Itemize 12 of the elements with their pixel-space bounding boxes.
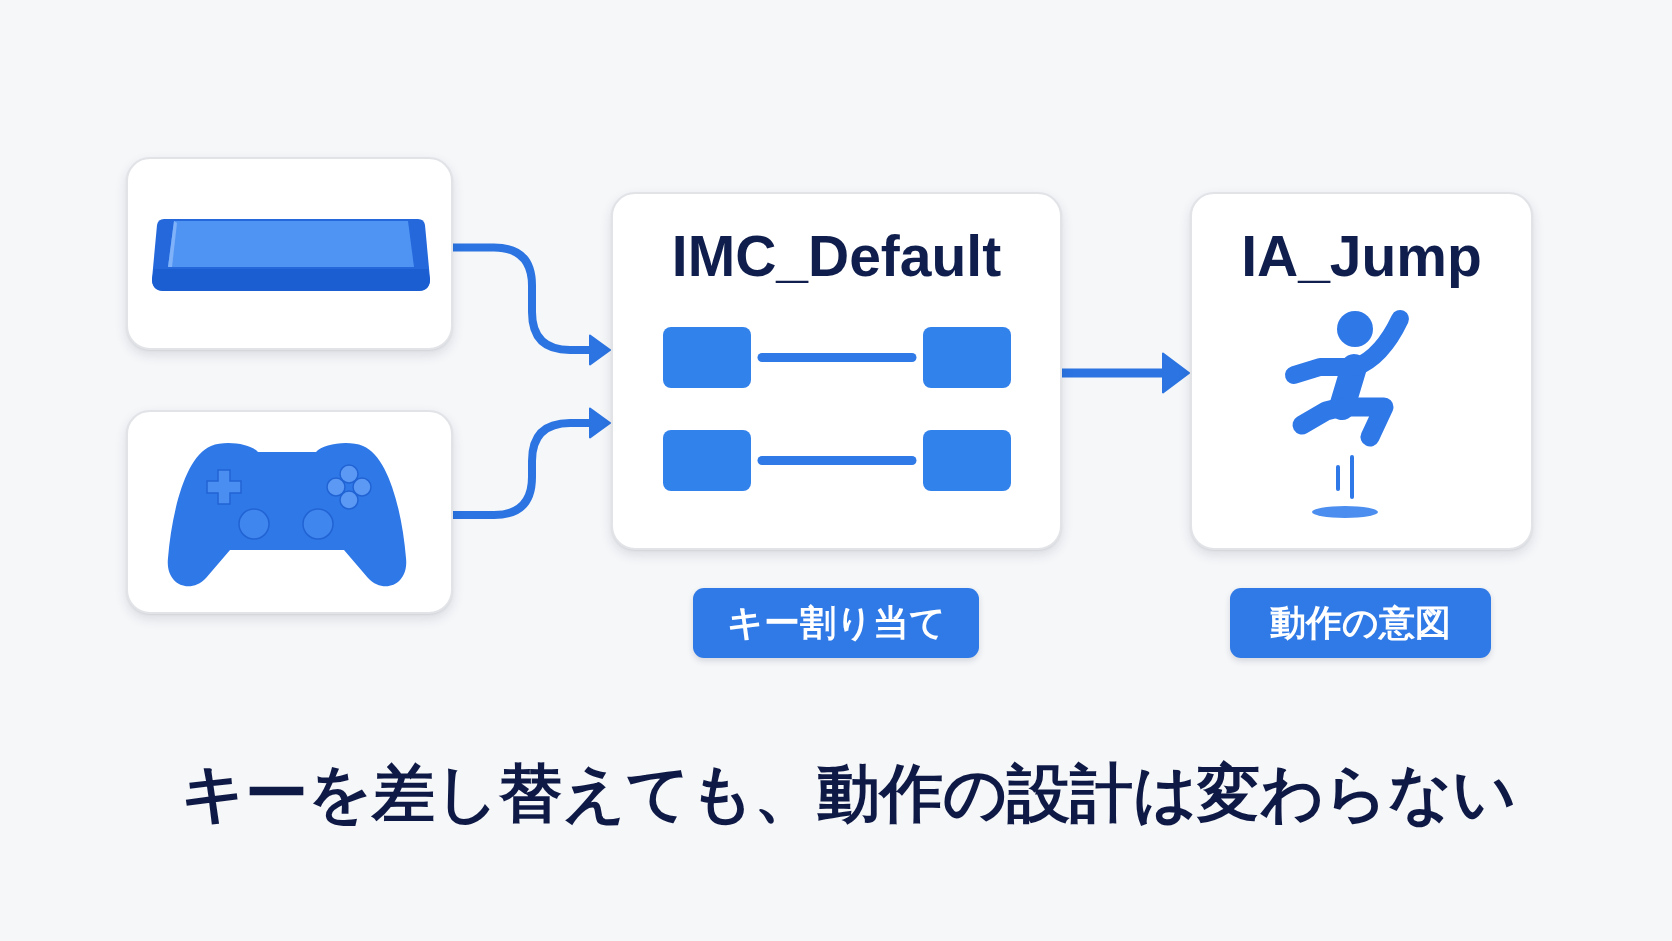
mapping-card (611, 192, 1062, 550)
label-badge: 動作の意図 (1230, 588, 1491, 658)
picture-card (126, 410, 453, 614)
box-title: IMC_Default (671, 224, 1002, 288)
label-badge: キー割り当て (693, 588, 979, 658)
arrow (1062, 352, 1190, 394)
box-title: IA_Jump (1241, 224, 1482, 288)
picture-card (126, 157, 453, 350)
arrow (453, 243, 611, 366)
arrow (453, 407, 611, 519)
action-card (1190, 192, 1533, 550)
caption-text: キーを差し替えても、動作の設計は変わらない (180, 757, 1516, 831)
